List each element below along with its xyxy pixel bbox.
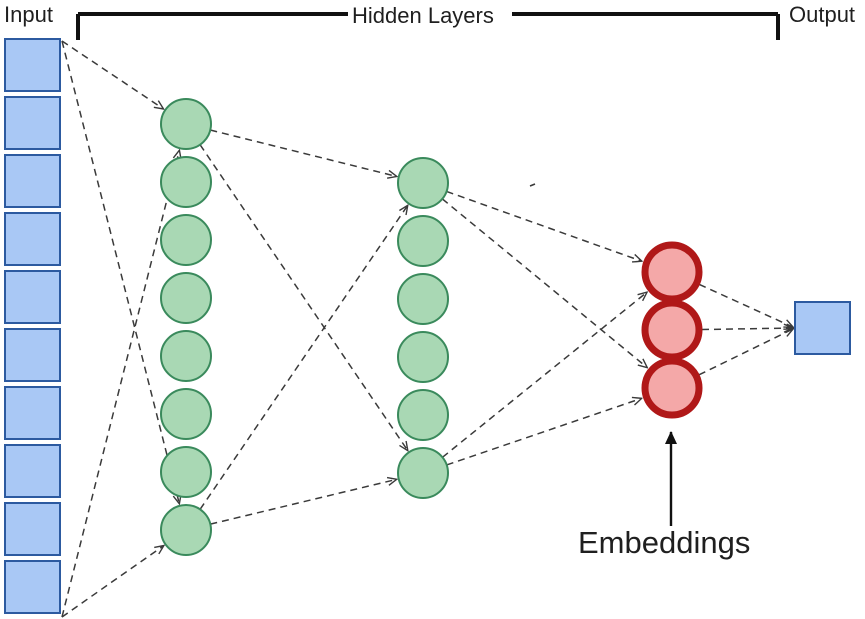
input-layer-node-4 [4,270,61,324]
connection-embedding-bottom-to-output [698,329,792,376]
connection-input-bottom-to-hidden1-bottom [61,546,163,618]
hidden-layer-2-node-0 [397,157,449,209]
connection-input-top-to-hidden1-bottom [61,40,179,503]
input-layer-node-3 [4,212,61,266]
hidden-layer-1-node-6 [160,446,212,498]
connection-input-top-to-hidden1-top [61,40,163,108]
hidden-layer-1-node-2 [160,214,212,266]
embedding-layer-node-0 [641,241,703,303]
input-layer-node-0 [4,38,61,92]
connection-hidden2-bottom-to-embedding-bottom [446,399,641,466]
nodes-group [4,38,851,614]
input-layer-node-5 [4,328,61,382]
embedding-layer-node-2 [641,357,703,419]
input-label: Input [4,2,53,27]
hidden-layer-2-node-3 [397,331,449,383]
embedding-layer-node-1 [641,299,703,361]
connection-hidden2-top-to-embedding-bottom [441,198,646,367]
hidden-layer-1-node-3 [160,272,212,324]
connection-hidden1-bottom-to-hidden2-bottom [210,480,395,525]
connection-embedding-middle-to-output [701,328,792,329]
output-label: Output [789,2,856,27]
hidden-layer-2-node-2 [397,273,449,325]
hidden-layer-1-node-7 [160,504,212,556]
hidden-layer-1-node-1 [160,156,212,208]
embeddings-label: Embeddings [578,525,751,560]
input-layer-node-2 [4,154,61,208]
output-layer-node-0 [794,301,851,355]
hidden-layer-1-node-0 [160,98,212,150]
input-layer-node-7 [4,444,61,498]
stray-dash-artifact [529,183,536,187]
hidden-layer-2-node-1 [397,215,449,267]
connection-embedding-top-to-output [698,283,792,326]
connection-hidden1-bottom-to-hidden2-top [199,206,407,510]
hidden-layers-bracket [76,12,780,40]
hidden-layers-label: Hidden Layers [352,3,494,28]
hidden-layer-1-node-4 [160,330,212,382]
connection-hidden2-top-to-embedding-top [446,190,641,260]
input-layer-node-6 [4,386,61,440]
input-layer-node-9 [4,560,61,614]
connection-input-bottom-to-hidden1-top [61,151,179,618]
input-layer-node-1 [4,96,61,150]
hidden-layer-2-node-5 [397,447,449,499]
input-layer-node-8 [4,502,61,556]
connection-hidden1-top-to-hidden2-top [210,129,396,176]
connection-hidden2-bottom-to-embedding-top [441,293,646,458]
connections-group [61,40,792,618]
hidden-layer-2-node-4 [397,389,449,441]
connection-hidden1-top-to-hidden2-bottom [199,144,407,450]
hidden-layer-1-node-5 [160,388,212,440]
